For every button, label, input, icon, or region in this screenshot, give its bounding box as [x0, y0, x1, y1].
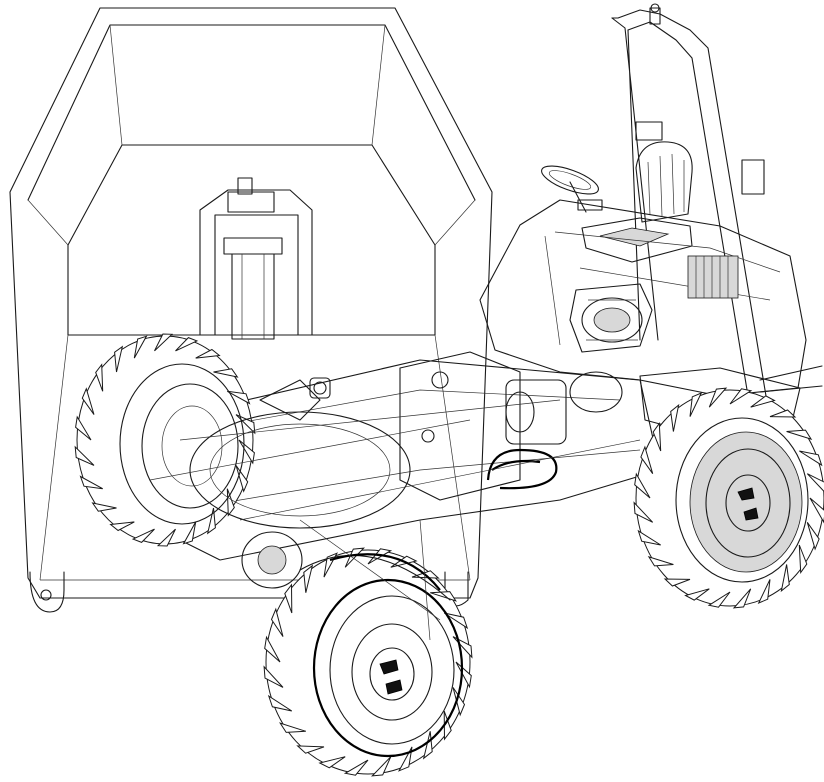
tread-lug	[786, 429, 813, 440]
tread-lug	[235, 465, 249, 493]
tread-lug	[227, 390, 251, 405]
tread-lug	[452, 636, 473, 659]
tread-lug	[182, 521, 197, 545]
tread-lug	[769, 409, 797, 418]
tread-lug	[131, 528, 155, 543]
tread-lug	[367, 548, 393, 565]
tread-lug	[114, 345, 124, 373]
tread-lug	[91, 502, 117, 512]
tread-lug	[806, 473, 824, 493]
tread-lug	[195, 348, 221, 359]
tread-lug	[750, 395, 776, 408]
tread-lug	[799, 450, 823, 467]
front-right-wheel	[633, 387, 824, 609]
tread-lug	[640, 445, 654, 474]
tread-lug	[634, 472, 651, 499]
tread-lug	[652, 422, 662, 452]
tread-lug	[267, 694, 293, 712]
tread-lug	[343, 759, 369, 776]
rear-left-wheel	[74, 333, 256, 547]
dump-skip	[9, 7, 493, 613]
tread-lug	[422, 731, 433, 760]
tread-lug	[647, 556, 674, 567]
tread-lug	[443, 612, 469, 630]
tread-lug	[235, 414, 256, 435]
steering-wheel	[541, 165, 603, 213]
tread-lug	[154, 333, 174, 352]
tread-lug	[264, 635, 281, 663]
chassis	[139, 199, 823, 561]
tread-lug	[344, 547, 365, 568]
tread-lug	[133, 335, 148, 359]
tread-lug	[371, 756, 392, 777]
tread-lug	[732, 588, 752, 609]
tread-lug	[806, 522, 820, 551]
tread-lug	[75, 415, 92, 441]
tread-lug	[81, 387, 95, 415]
tread-lug	[284, 583, 293, 614]
tread-lug	[156, 528, 176, 547]
tread-lug	[663, 578, 691, 587]
tread-lug	[109, 521, 135, 532]
tread-lug	[303, 564, 314, 593]
tread-lug	[780, 564, 790, 593]
engine	[486, 283, 653, 490]
tread-lug	[79, 475, 103, 490]
operator-seat	[581, 141, 693, 263]
tread-lug	[633, 501, 654, 523]
tread-lug	[670, 403, 680, 432]
tread-lug	[397, 746, 413, 772]
tread-lug	[213, 368, 239, 378]
tread-lug	[684, 588, 710, 601]
tread-lug	[689, 392, 703, 417]
tread-lug	[729, 388, 753, 405]
tread-lug	[74, 445, 95, 466]
tread-lug	[175, 337, 199, 352]
tread-lug	[318, 756, 346, 769]
turntable	[189, 377, 411, 589]
tread-lug	[263, 665, 284, 688]
tread-lug	[798, 544, 808, 574]
tread-lug	[707, 591, 731, 608]
tread-lug	[238, 439, 255, 465]
tread-lug	[279, 722, 306, 733]
tread-lug	[206, 507, 216, 535]
tread-lug	[95, 363, 104, 392]
tread-lug	[757, 579, 771, 604]
tread-lug	[296, 745, 325, 754]
front-left-wheel	[263, 547, 473, 777]
tread-lug	[270, 607, 284, 637]
tread-lug	[637, 529, 661, 546]
linkages	[149, 371, 641, 641]
tread-lug	[708, 387, 728, 408]
tipping-ram	[199, 177, 313, 340]
tread-lug	[809, 497, 824, 524]
